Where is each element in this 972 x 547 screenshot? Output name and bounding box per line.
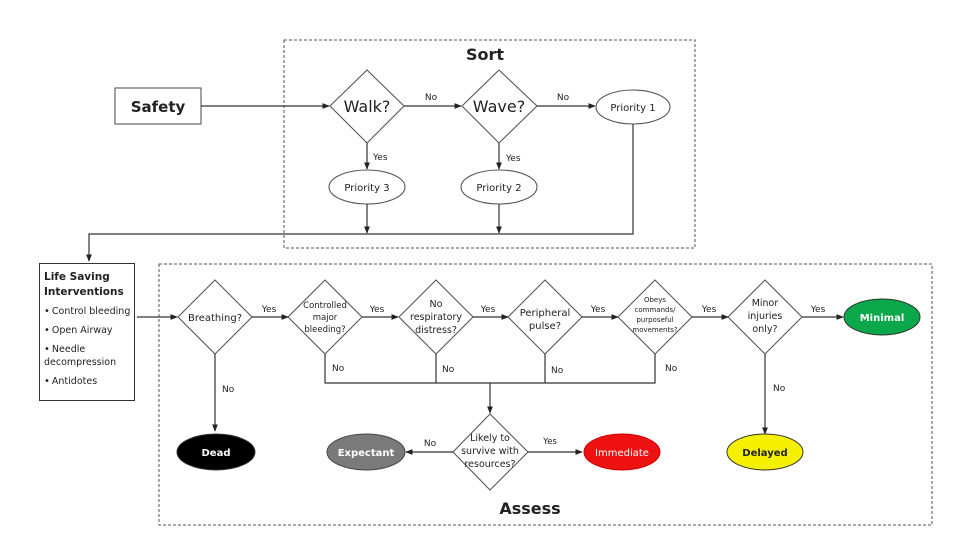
respiratory-label-1: No (430, 299, 443, 310)
lsi-title-line-2: Interventions (44, 286, 124, 298)
minor-yes-label: Yes (810, 305, 826, 315)
minor-label-3: only? (752, 324, 777, 335)
bleeding-label-3: bleeding? (304, 325, 345, 335)
walk-no-label: No (425, 93, 438, 103)
lsi-item: Antidotes (44, 375, 134, 388)
bleeding-label-1: Controlled (303, 301, 347, 311)
walk-yes-label: Yes (372, 153, 388, 163)
delayed-label: Delayed (742, 448, 787, 459)
lsi-title: Life Saving Interventions (44, 270, 134, 300)
obeys-label-4: movements? (632, 326, 678, 334)
obeys-label-2: commands/ (635, 306, 677, 314)
life-saving-interventions-box: Life Saving Interventions Control bleedi… (39, 263, 135, 401)
no-bus-line (324, 354, 656, 384)
likely-label-3: resources? (464, 459, 515, 470)
assess-section-box (158, 263, 933, 526)
respiratory-yes-label: Yes (480, 305, 496, 315)
safety-label: Safety (131, 98, 186, 116)
pulse-label-1: Peripheral (520, 308, 571, 319)
minor-label-2: injuries (748, 311, 783, 322)
priority-3-label: Priority 3 (344, 183, 389, 194)
respiratory-no-label: No (442, 365, 455, 375)
respiratory-label-2: respiratory (410, 312, 462, 323)
assess-title: Assess (499, 499, 560, 518)
sort-to-lsi-connector (86, 124, 634, 262)
likely-label-2: survive with (461, 446, 519, 457)
pulse-yes-label: Yes (590, 305, 606, 315)
wave-no-label: No (557, 93, 570, 103)
bleeding-no-label: No (332, 364, 345, 374)
lsi-title-line-1: Life Saving (44, 271, 110, 283)
sort-section-box (283, 39, 696, 249)
expectant-label: Expectant (338, 448, 395, 459)
breathing-no-label: No (222, 385, 235, 395)
dead-outcome (176, 433, 256, 471)
lsi-item: Needle decompression (44, 343, 134, 369)
priority-2-label: Priority 2 (476, 183, 521, 194)
bleeding-yes-label: Yes (369, 305, 385, 315)
pulse-label-2: pulse? (529, 321, 561, 332)
likely-label-1: Likely to (470, 433, 510, 444)
breathing-label: Breathing? (188, 313, 242, 324)
walk-label: Walk? (344, 97, 391, 116)
likely-yes-label: Yes (542, 437, 557, 447)
obeys-label-1: Obeys (644, 296, 666, 304)
pulse-no-label: No (551, 366, 564, 376)
minimal-label: Minimal (860, 313, 905, 324)
respiratory-label-3: distress? (415, 325, 457, 336)
minor-no-label: No (773, 384, 786, 394)
minor-label-1: Minor (752, 298, 779, 309)
wave-label: Wave? (473, 97, 525, 116)
likely-decision (452, 413, 529, 491)
immediate-label: Immediate (595, 448, 649, 459)
sort-title: Sort (466, 45, 504, 64)
delayed-outcome (726, 433, 804, 471)
obeys-label-3: purposeful (636, 316, 673, 324)
minimal-outcome (843, 298, 921, 336)
priority-1-label: Priority 1 (610, 103, 655, 114)
bleeding-label-2: major (313, 313, 338, 323)
obeys-yes-label: Yes (701, 305, 717, 315)
lsi-item: Control bleeding (44, 305, 134, 318)
lsi-item: Open Airway (44, 324, 134, 337)
obeys-no-label: No (665, 364, 678, 374)
expectant-outcome (326, 433, 406, 471)
likely-no-label: No (424, 439, 437, 449)
breathing-yes-label: Yes (261, 305, 277, 315)
wave-yes-label: Yes (505, 154, 521, 164)
immediate-outcome (583, 433, 661, 471)
dead-label: Dead (202, 448, 231, 459)
